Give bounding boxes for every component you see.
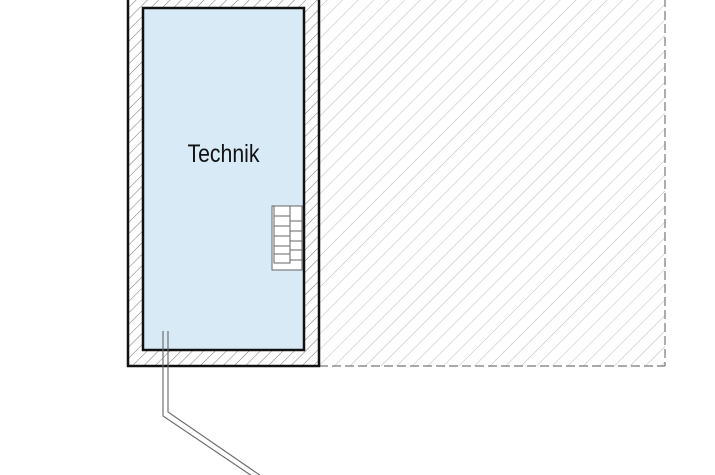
room-technik [141,6,306,352]
room-label: Technik [187,140,260,168]
pipe-line [162,331,261,475]
adjacent-area [319,0,666,367]
stair-icon [271,205,303,271]
